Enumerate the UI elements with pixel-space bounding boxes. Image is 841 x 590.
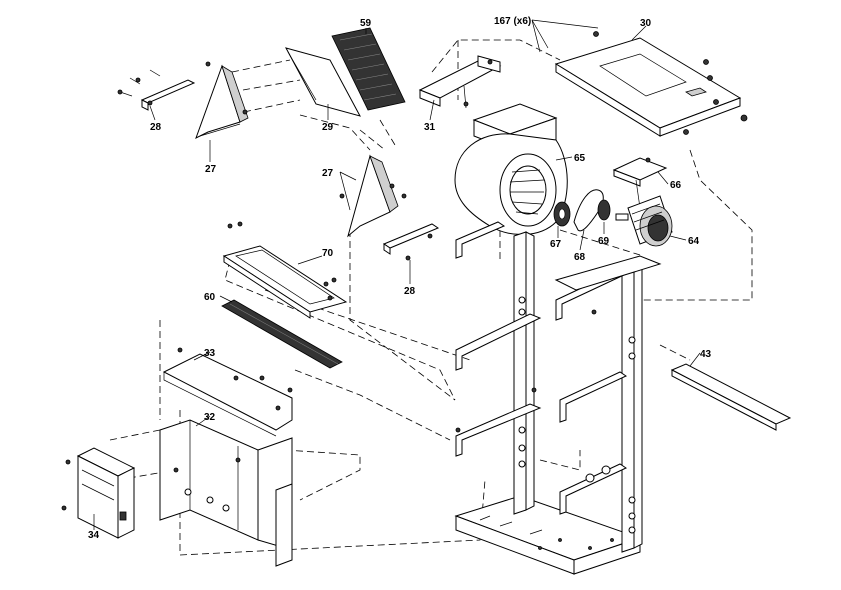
part-59-filter <box>331 27 406 111</box>
callout-67: 67 <box>550 239 562 250</box>
part-28-bracket-upper <box>117 69 196 111</box>
part-70-tray <box>222 221 348 319</box>
base-frame <box>454 221 662 575</box>
part-65-blower-housing <box>454 103 568 236</box>
callout-68: 68 <box>574 252 586 263</box>
callout-66: 66 <box>670 180 682 191</box>
callout-69: 69 <box>598 236 610 247</box>
part-69-pulley <box>597 199 611 221</box>
part-64-motor <box>615 195 673 247</box>
callout-33: 33 <box>204 348 216 359</box>
part-67-pulley <box>553 201 571 227</box>
callout-167: 167 (x6) <box>494 16 531 27</box>
callout-labels: 28 27 29 59 31 167 (x6) 30 65 66 27 28 6… <box>88 16 712 541</box>
part-29-panel <box>285 47 361 117</box>
callout-32: 32 <box>204 412 216 423</box>
callout-28-lower: 28 <box>404 286 416 297</box>
part-28-bracket-lower <box>382 223 440 261</box>
callout-59: 59 <box>360 18 372 29</box>
callout-27-upper: 27 <box>205 164 217 175</box>
callout-30: 30 <box>640 18 652 29</box>
callout-31: 31 <box>424 122 436 133</box>
callout-28-upper: 28 <box>150 122 162 133</box>
callout-65: 65 <box>574 153 586 164</box>
leader-lines <box>93 19 701 530</box>
part-34-control-box <box>61 447 136 539</box>
part-66-motor-mount <box>612 157 668 209</box>
part-27-triangle-upper <box>195 61 249 140</box>
part-27-triangle-lower <box>339 154 407 238</box>
callout-70: 70 <box>322 248 334 259</box>
callout-34: 34 <box>88 530 100 541</box>
part-31-bracket <box>418 55 502 109</box>
callout-29: 29 <box>322 122 334 133</box>
callout-60: 60 <box>204 292 216 303</box>
callout-43: 43 <box>700 349 712 360</box>
callout-64: 64 <box>688 236 700 247</box>
part-32-enclosure <box>159 419 293 567</box>
callout-27-lower: 27 <box>322 168 334 179</box>
part-43-rail <box>670 363 792 431</box>
part-30-top-plate <box>554 31 748 137</box>
part-33-panel <box>162 347 293 437</box>
part-60-filter-strip <box>221 299 343 369</box>
